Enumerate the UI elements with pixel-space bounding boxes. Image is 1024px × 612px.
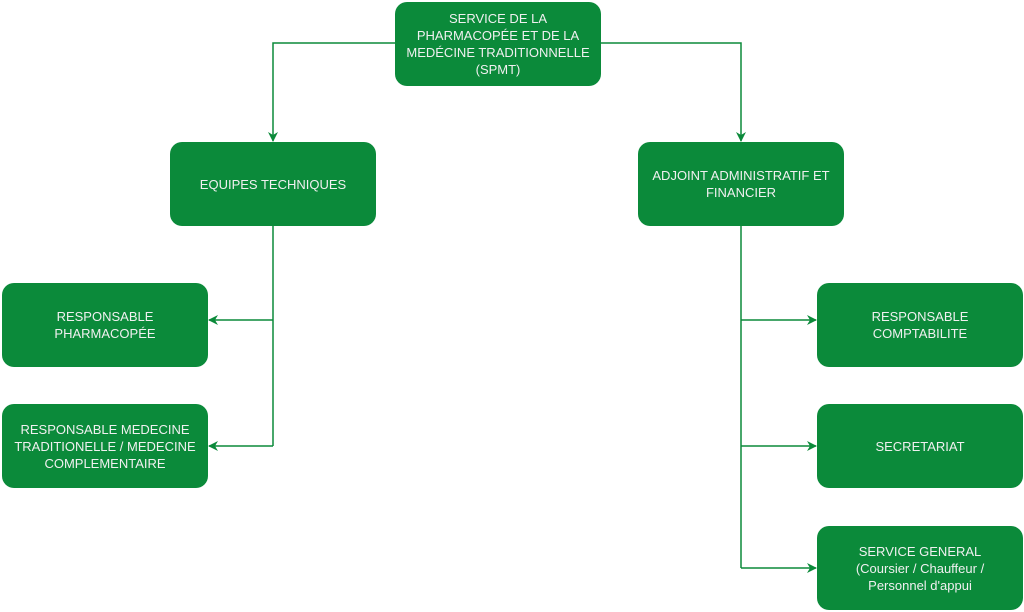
node-responsable-comptabilite: RESPONSABLE COMPTABILITE xyxy=(817,283,1023,367)
node-secretariat: SECRETARIAT xyxy=(817,404,1023,488)
node-equipes-techniques: EQUIPES TECHNIQUES xyxy=(170,142,376,226)
node-service-general: SERVICE GENERAL (Coursier / Chauffeur / … xyxy=(817,526,1023,610)
edge-root-adjoint xyxy=(601,42,746,142)
node-responsable-medecine: RESPONSABLE MEDECINE TRADITIONELLE / MED… xyxy=(2,404,208,488)
edge-root-equipes xyxy=(268,42,395,142)
node-responsable-pharmacopee: RESPONSABLE PHARMACOPÉE xyxy=(2,283,208,367)
node-root: SERVICE DE LA PHARMACOPÉE ET DE LA MEDÉC… xyxy=(395,2,601,86)
node-adjoint: ADJOINT ADMINISTRATIF ET FINANCIER xyxy=(638,142,844,226)
